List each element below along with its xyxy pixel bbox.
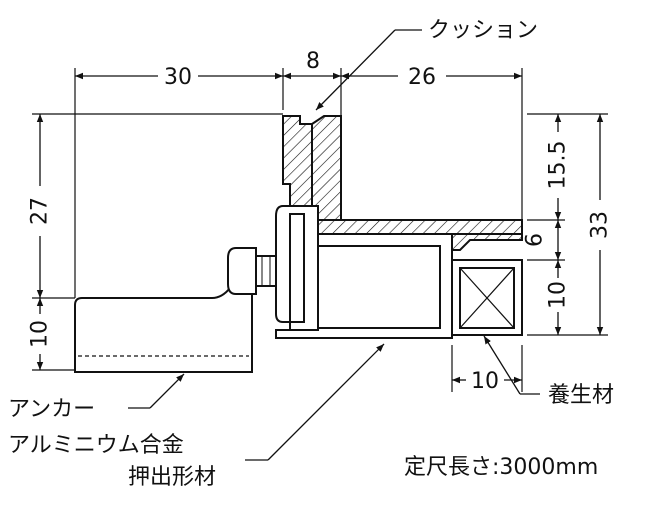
dim-top-left: 30 (164, 65, 192, 90)
dim-bottom: 10 (471, 369, 499, 394)
label-anchor: アンカー (8, 397, 95, 422)
dim-right-a: 15.5 (546, 141, 571, 190)
label-protector: 養生材 (548, 383, 614, 408)
label-length: 定尺長さ:3000mm (404, 455, 598, 480)
anchor-part (74, 275, 253, 373)
label-cushion: クッション (428, 18, 538, 43)
protector-block (451, 259, 523, 336)
aluminium-profile (275, 115, 523, 339)
dim-right-b: 6 (523, 233, 548, 247)
dim-right-total: 33 (588, 211, 613, 239)
leader-lines (128, 29, 540, 461)
dim-right-c: 10 (546, 281, 571, 309)
dim-left-lower: 10 (28, 320, 53, 348)
label-profile-line2: 押出形材 (128, 465, 216, 490)
dim-top-right: 26 (408, 65, 436, 90)
dim-left-upper: 27 (28, 197, 53, 225)
dim-top-middle: 8 (306, 49, 320, 74)
dimension-lines (36, 72, 604, 384)
label-profile-line1: アルミニウム合金 (8, 433, 184, 458)
